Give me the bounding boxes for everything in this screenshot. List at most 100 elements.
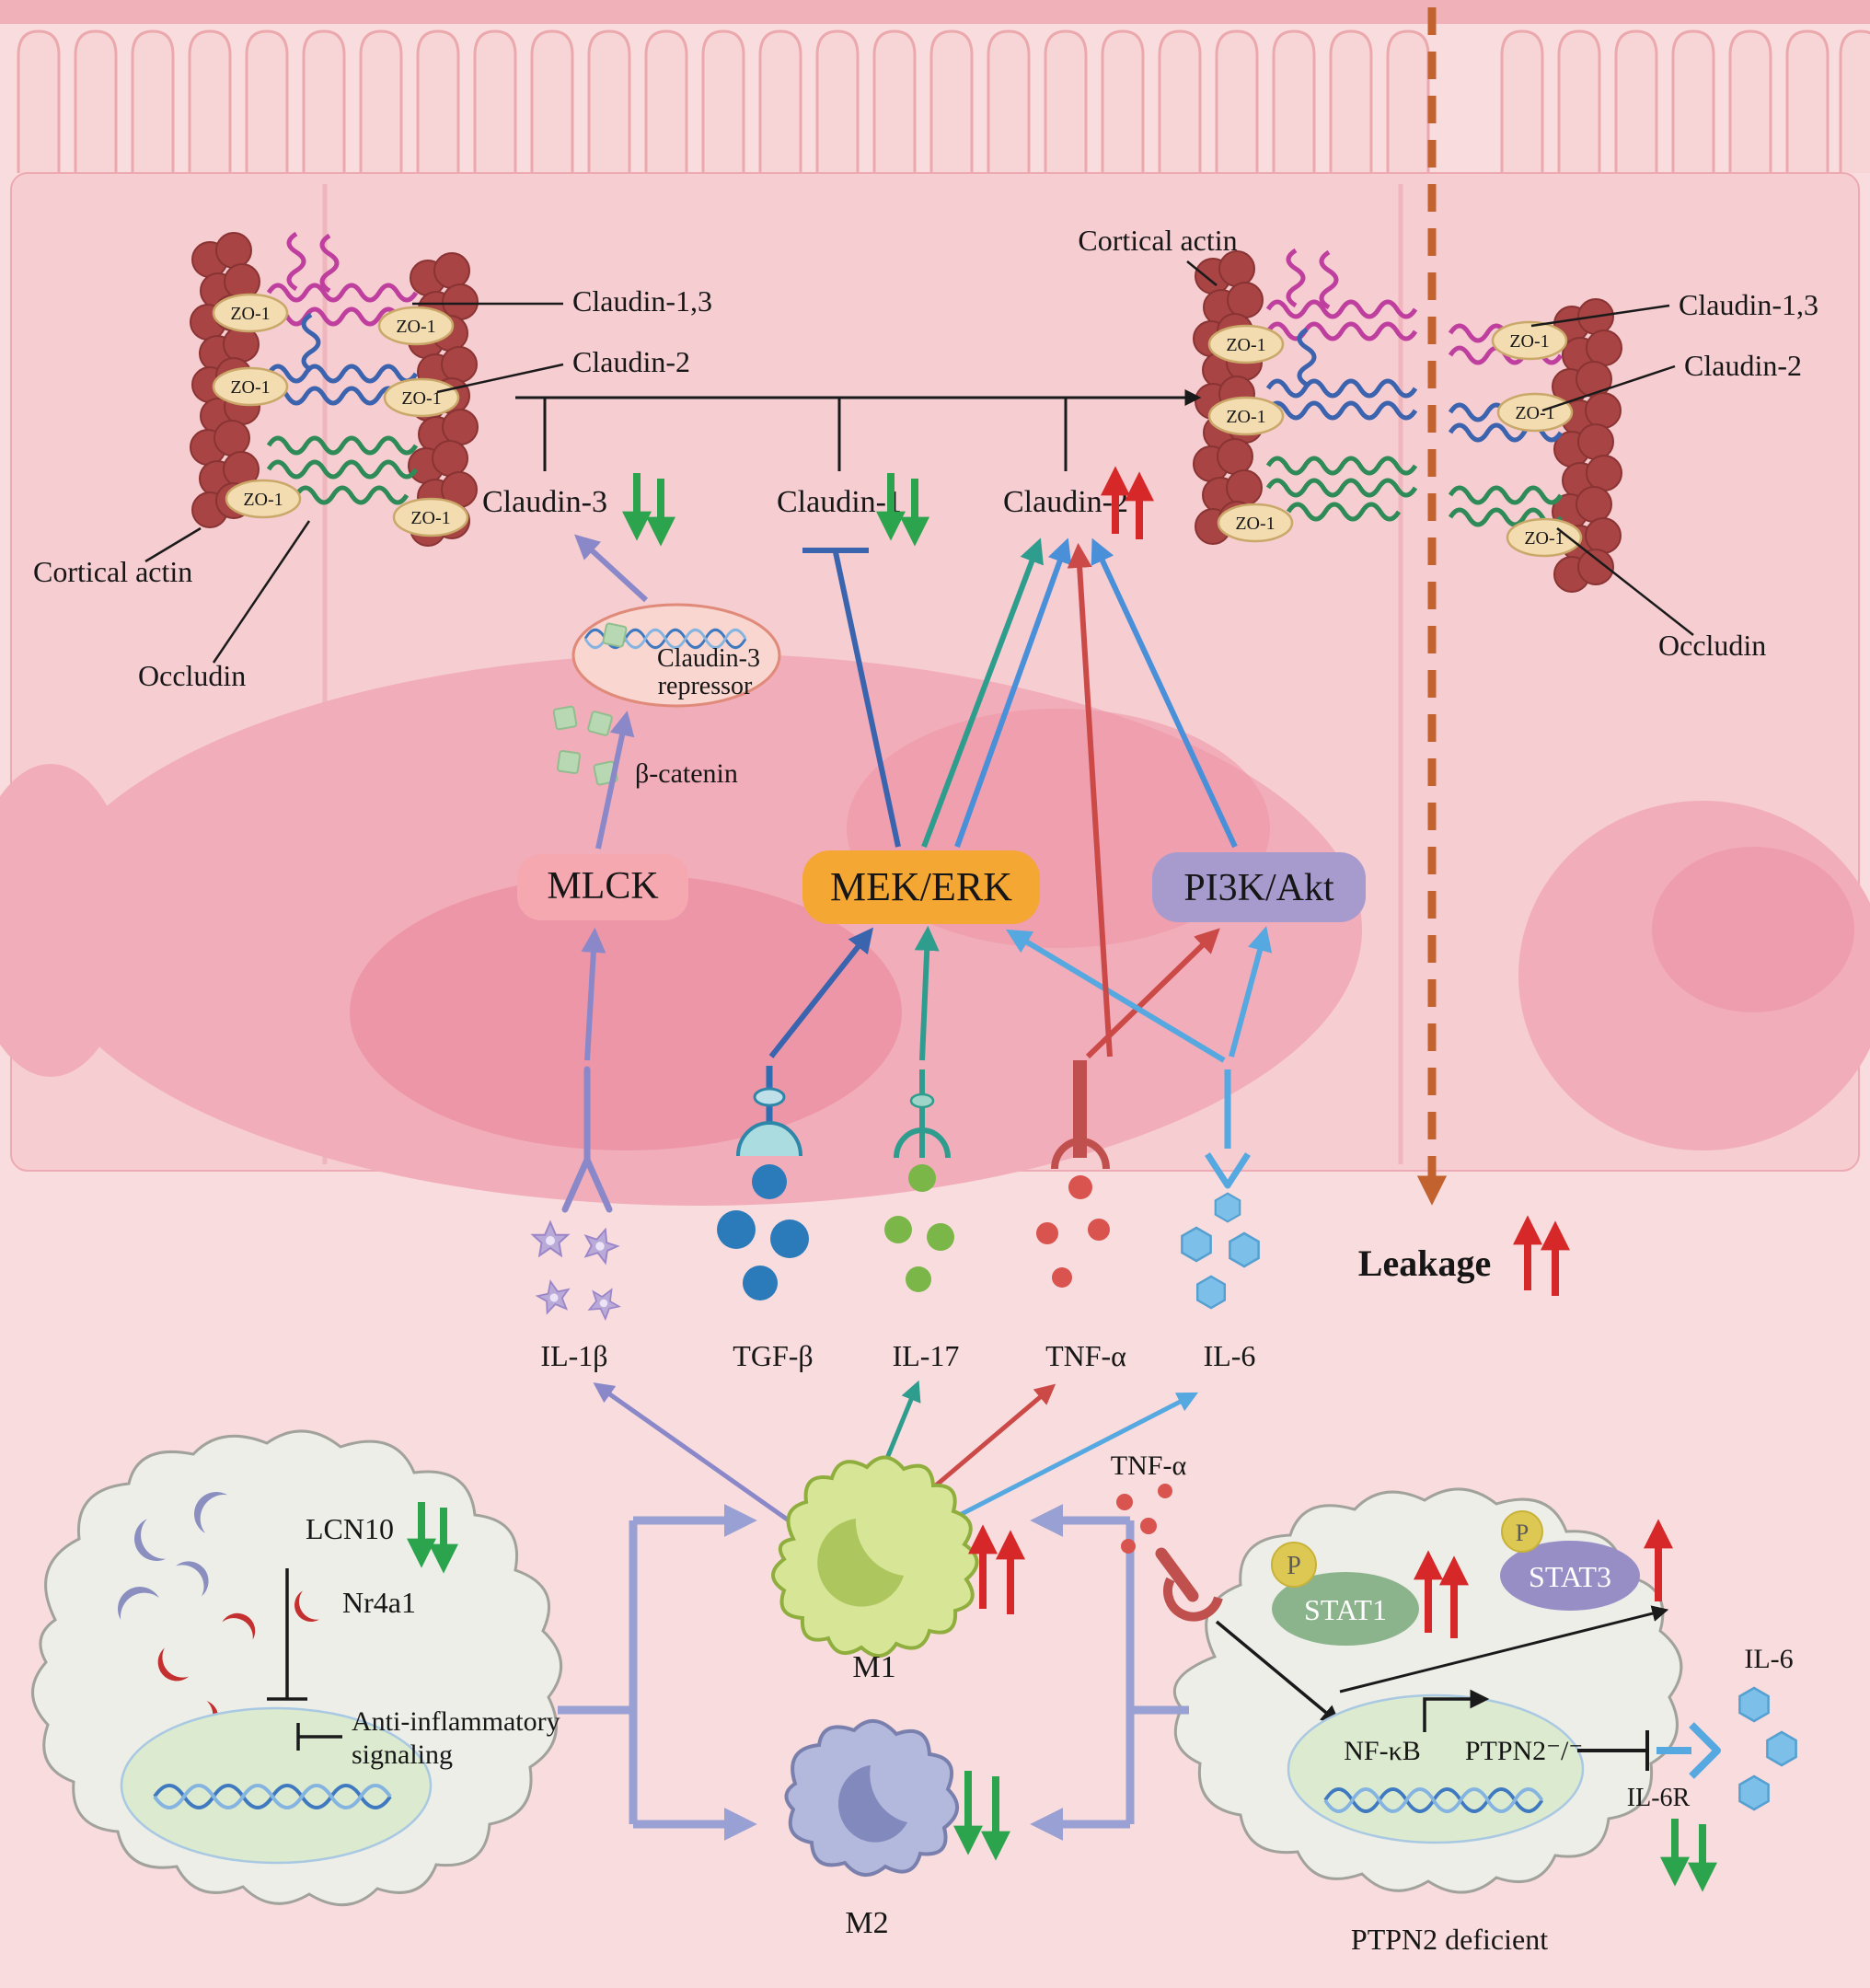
- claudin3-repressor: Claudin-3 repressor: [571, 603, 781, 708]
- claudin-change-connector: [515, 389, 1202, 471]
- label-claudin1-change: Claudin-1: [777, 485, 902, 519]
- receptor-tnfa: [1051, 1060, 1110, 1199]
- kinase-mlck: MLCK: [517, 854, 688, 920]
- label-cortical-actin-left: Cortical actin: [33, 555, 192, 588]
- label-il6r: IL-6R: [1627, 1784, 1691, 1812]
- label-claudin13-left: Claudin-1,3: [572, 284, 712, 318]
- label-tnfa-bottom: TNF-α: [1111, 1451, 1187, 1481]
- label-leakage: Leakage: [1358, 1242, 1491, 1284]
- label-claudin3-change: Claudin-3: [482, 485, 607, 519]
- il6-extracellular: IL-6: [1738, 1644, 1797, 1811]
- label-il6: IL-6: [1204, 1339, 1256, 1372]
- arrow-mek-to-claudin2-blue: [954, 537, 1072, 849]
- cytokine-tnfa-circles: [1036, 1219, 1110, 1288]
- leader-lines: [144, 260, 1694, 664]
- claudin3-decrease-arrows: [622, 473, 675, 547]
- nucleus: [120, 1706, 433, 1865]
- label-occludin-right: Occludin: [1658, 629, 1766, 662]
- kinase-mek-erk: MEK/ERK: [802, 850, 1040, 924]
- leakage-increase-arrows: [1513, 1215, 1570, 1296]
- label-claudin2-change: Claudin-2: [1003, 485, 1128, 519]
- receptor-tgfb: [736, 1066, 802, 1199]
- signaling-arrows: [581, 537, 1273, 1063]
- label-il1b: IL-1β: [540, 1339, 607, 1372]
- stat1-complex: STAT1 P: [1271, 1542, 1419, 1646]
- lcn10-inhibition-tbar: [267, 1568, 307, 1701]
- ptpn2-il6r-tbar: [1577, 1730, 1649, 1771]
- arrow-tnfr-to-nfkb: [1215, 1620, 1341, 1726]
- stat3-complex: STAT3 P: [1500, 1510, 1640, 1611]
- repressor-line1: Claudin-3: [657, 644, 760, 673]
- label-lcn10: LCN10: [306, 1512, 394, 1545]
- arrow-tnfa-to-claudin2: [1067, 542, 1113, 1058]
- receptor-il1b: [561, 1066, 613, 1213]
- receptor-il17: [894, 1069, 951, 1192]
- label-m1: M1: [852, 1650, 895, 1684]
- claudin2-increase-arrows: [1101, 466, 1154, 539]
- label-claudin2-right: Claudin-2: [1684, 349, 1802, 382]
- il6r-receptor: [1656, 1722, 1721, 1779]
- tnfa-receptor-stem: [1155, 1547, 1199, 1602]
- arrow-mek-to-claudin2-teal: [921, 537, 1044, 849]
- arrow-il6-to-pi3k: [1229, 926, 1273, 1058]
- tnfa-bottom-cluster: TNF-α: [1111, 1451, 1223, 1622]
- label-m2: M2: [845, 1906, 888, 1940]
- label-tnfa: TNF-α: [1045, 1339, 1126, 1372]
- il6r-decrease-arrows: [1660, 1819, 1717, 1892]
- label-mlck: MLCK: [547, 865, 658, 907]
- label-pi3k-akt: PI3K/Akt: [1183, 867, 1334, 909]
- label-cortical-actin-right: Cortical actin: [1078, 224, 1237, 257]
- lcn10-decrease-arrows: [407, 1502, 458, 1574]
- label-il17: IL-17: [893, 1339, 960, 1372]
- label-nfkb: NF-κB: [1344, 1736, 1420, 1766]
- lumen-top-strip: [0, 0, 1870, 24]
- label-ptpn2-deficient: PTPN2 deficient: [1351, 1923, 1548, 1956]
- label-nr4a1: Nr4a1: [342, 1586, 416, 1619]
- tnfa-receptor-cup: [1162, 1577, 1223, 1622]
- ptpn2-cell-contents: NF-κB PTPN2⁻/⁻ STAT1 P STAT3 P IL-6R: [1215, 1510, 1721, 1892]
- label-anti-inflammatory-1: Anti-inflammatory: [352, 1706, 560, 1737]
- m1-macrophage: M1: [771, 1455, 979, 1684]
- claudin1-decrease-arrows: [876, 473, 929, 547]
- m2-nucleus: [837, 1765, 907, 1843]
- kinase-pi3k-akt: PI3K/Akt: [1152, 852, 1366, 922]
- label-claudin13-right: Claudin-1,3: [1679, 288, 1818, 321]
- receptor-il6: [1205, 1069, 1251, 1223]
- label-p-stat1: P: [1287, 1552, 1301, 1580]
- label-il6-right: IL-6: [1744, 1644, 1793, 1674]
- mlck-pathway-arrows: [574, 534, 649, 850]
- m2-decrease-arrows: [953, 1771, 1010, 1861]
- anti-inflammatory-macrophage-cell: LCN10 Nr4a1 Anti-inflammatory signaling: [31, 1429, 562, 1907]
- label-stat3: STAT3: [1529, 1560, 1611, 1593]
- stat1-increase-arrows: [1414, 1550, 1469, 1638]
- cytokine-il17-circles: [884, 1216, 954, 1292]
- label-stat1: STAT1: [1304, 1593, 1387, 1626]
- cytokine-tgfb-circles: [717, 1210, 809, 1300]
- m1-nucleus: [817, 1519, 904, 1607]
- arrow-il17-to-mek: [914, 925, 940, 1061]
- arrow-tgfb-to-mek: [768, 927, 874, 1058]
- m1-increase-arrows: [968, 1524, 1025, 1614]
- anti-inflammatory-tbar: [296, 1723, 342, 1751]
- label-tgfb: TGF-β: [733, 1339, 813, 1372]
- macrophage-polarization-brackets: [558, 1504, 1189, 1841]
- stat-activation-line: [1339, 1605, 1669, 1693]
- tbar-mek-to-claudin1: [833, 551, 901, 848]
- m2-macrophage: M2: [784, 1719, 959, 1940]
- label-ptpn2: PTPN2⁻/⁻: [1465, 1736, 1583, 1766]
- label-beta-catenin: β-catenin: [635, 758, 738, 789]
- repressor-line2: repressor: [658, 672, 753, 700]
- arrow-m1-to-il6: [922, 1392, 1199, 1536]
- label-p-stat3: P: [1516, 1520, 1529, 1546]
- label-mek-erk: MEK/ERK: [830, 864, 1012, 909]
- label-anti-inflammatory-2: signaling: [352, 1740, 453, 1770]
- label-occludin-left: Occludin: [138, 659, 246, 692]
- beta-catenin-group: β-catenin: [552, 621, 738, 789]
- arrow-il1b-to-mlck: [581, 927, 606, 1061]
- arrow-m1-to-il1b: [593, 1382, 806, 1534]
- transcription-arrow: [1423, 1689, 1490, 1732]
- label-claudin2-left: Claudin-2: [572, 345, 690, 378]
- arrow-pi3k-to-claudin2: [1091, 537, 1238, 849]
- nucleus: [1287, 1693, 1585, 1844]
